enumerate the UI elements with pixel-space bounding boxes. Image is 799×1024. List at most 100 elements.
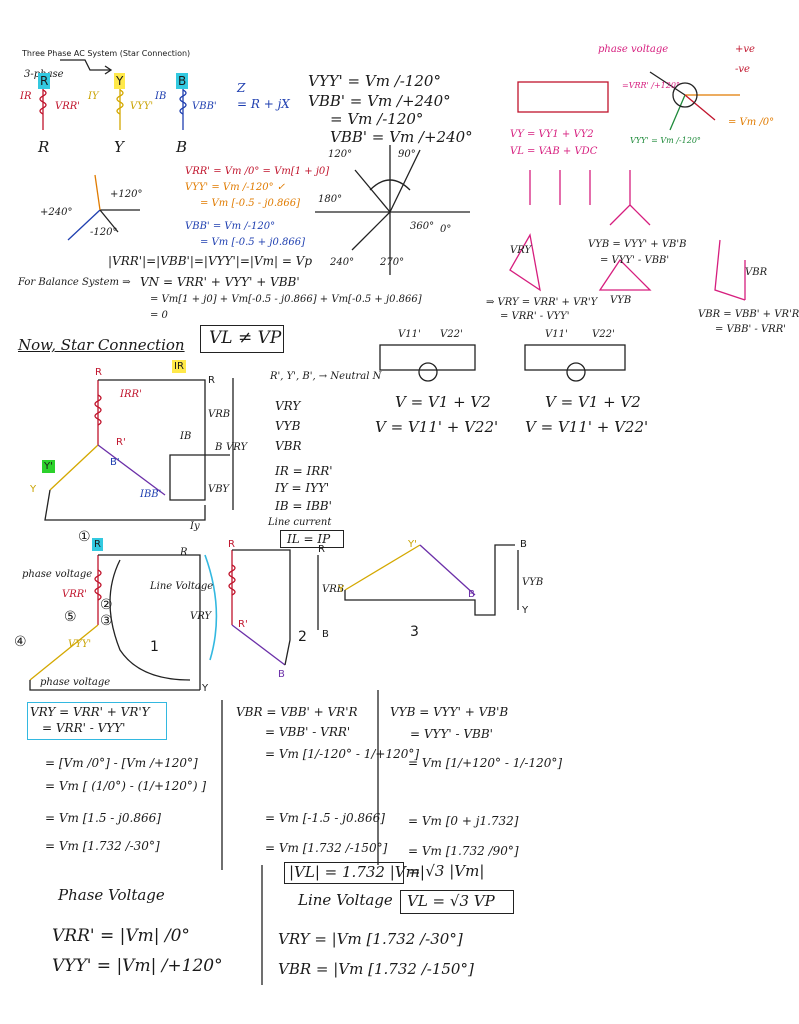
right-vbr-eq2: = VBB' - VRR' (715, 324, 786, 335)
vbr-eq1: VBR = VBB' + VR'R (236, 705, 358, 719)
il-ip-box: IL = IP (280, 530, 344, 548)
voltage-vbb: VBB' (192, 101, 217, 112)
balance-eq3: = 0 (150, 310, 168, 321)
node-y-prime-hl: Y' (42, 460, 55, 473)
phasor-vyy-2: = Vm [-0.5 - j0.866] (200, 198, 300, 209)
magnitudes-eq: |VRR'|=|VBB'|=|VYY'|=|Vm| = Vp (108, 254, 313, 268)
right-vyb-label: VYB (610, 295, 632, 306)
eq-vbb-3: VBB' = Vm /+240° (330, 128, 473, 146)
star-ib: IB = IBB' (275, 499, 332, 513)
node-r-prime-d2: R' (238, 619, 248, 630)
phasor-vrr: VRR' = Vm /0° = Vm[1 + j0] (185, 166, 330, 177)
eq-vbb: VBB' = Vm /+240° (308, 92, 451, 110)
vry-eq2: = VRR' - VYY' (42, 721, 126, 735)
right-vry-eq: ⇒ VRY = VRR' + VR'Y (486, 297, 598, 308)
v22-label: V22' (440, 329, 463, 340)
node-r: R (95, 367, 102, 378)
vl-result-box: |VL| = 1.732 |Vm| (284, 862, 425, 884)
v-eq4: V = V11' + V22' (525, 418, 649, 436)
right-vry: VRY (510, 245, 532, 256)
impedance-formula: = R + jX (237, 97, 290, 111)
balance-label: For Balance System ⇒ (18, 277, 131, 288)
vyb-eq3: = Vm [1/+120° - 1/-120°] (408, 756, 563, 770)
coil-r-label: R (38, 73, 51, 89)
vrr-magnitude: VRR' = |Vm| /0° (52, 926, 190, 946)
node-b-d2-low: B (278, 669, 285, 680)
line-current-label: Line current (268, 517, 332, 528)
vry-derivation-box (27, 702, 167, 740)
node-r-d2: R (228, 539, 235, 550)
irr-label: IRR' (120, 389, 142, 400)
neutral-note: R', Y', B', → Neutral N (270, 371, 382, 382)
angle-270: 270° (380, 257, 405, 268)
vry-eq6: = Vm [1.732 /-30°] (45, 839, 160, 853)
vyy-lower: VYY' (68, 639, 92, 650)
vbr-eq3: = Vm [1/-120° - 1/+120°] (265, 747, 420, 761)
coil-r-bottom: R (38, 138, 50, 156)
phase-voltage-note-lower: phase voltage (22, 569, 93, 580)
vl-ne-vp: VL ≠ VP (209, 328, 282, 348)
phase-voltage-note: phase voltage (598, 44, 669, 55)
vyb-d3: VYB (522, 577, 544, 588)
vbr-magnitude: VBR = |Vm [1.732 /-150°] (278, 960, 474, 978)
minus-ve: -ve (735, 64, 750, 75)
node-b-prime: B' (110, 457, 120, 468)
sum2-eq: VL = VAB + VDC (510, 146, 598, 157)
vrb-d2: VRB (322, 584, 345, 595)
vbr-eq4: = Vm [-1.5 - j0.866] (265, 811, 385, 825)
iy-label: Iy (190, 521, 200, 532)
circle-3: ③ (100, 613, 113, 629)
coil-b-label: B (176, 73, 189, 89)
phase-voltage-note-lower-2: phase voltage (40, 677, 111, 688)
vry-magnitude: VRY = |Vm [1.732 /-30°] (278, 930, 463, 948)
sum1-eq: VY = VY1 + VY2 (510, 129, 594, 140)
ib-label: IB (180, 431, 192, 442)
coil-y-label: Y (114, 73, 126, 89)
line-current-ir: IR (172, 360, 186, 373)
star-vyb: VYB (275, 419, 301, 433)
line-voltage-title: Line Voltage (298, 891, 393, 909)
vl-final-box: VL = √3 VP (400, 890, 514, 914)
vry-lower: VRY (190, 611, 212, 622)
loop-3-number: 3 (410, 624, 419, 640)
line-voltage-note: Line Voltage (150, 581, 214, 592)
phasor-vbb: VBB' = Vm /-120° (185, 221, 276, 232)
balance-eq2: = Vm[1 + j0] + Vm[-0.5 - j0.866] + Vm[-0… (150, 294, 422, 305)
v11-label: V11' (398, 329, 421, 340)
vrb-label: VRB (208, 409, 231, 420)
vyb-eq4: = Vm [0 + j1.732] (408, 814, 519, 828)
node-b-d2: B (322, 629, 329, 640)
voltage-vrr: VRR' (55, 101, 81, 112)
node-y-prime-d3: Y' (408, 539, 417, 550)
vm-zero: = Vm /0° (728, 117, 775, 128)
circle-5: ⑤ (64, 609, 77, 625)
node-r-right: R (208, 375, 215, 386)
current-ir: IR (20, 91, 32, 102)
angle-plus-240: +240° (40, 207, 73, 218)
node-y: Y (30, 484, 37, 495)
current-iy: IY (88, 91, 99, 102)
balance-eq1: VN = VRR' + VYY' + VBB' (140, 275, 300, 289)
v-eq3: V = V1 + V2 (545, 393, 641, 411)
node-r-lower: R (92, 538, 103, 551)
circle-2: ② (100, 597, 113, 613)
phasor-vbb-2: = Vm [-0.5 + j0.866] (200, 237, 305, 248)
vbr-eq2: = VBB' - VRR' (265, 725, 351, 739)
vry-eq5: = Vm [1.5 - j0.866] (45, 811, 161, 825)
vrr-plus120: =VRR' /+120° (622, 81, 680, 90)
vyy-minus120: VYY' = Vm /-120° (630, 136, 701, 145)
wiring-drawing (29, 59, 746, 985)
right-vbr-eq: VBR = VBB' + VR'R (698, 309, 799, 320)
eq-vyy: VYY' = Vm /-120° (308, 72, 441, 90)
v-eq2: V = V11' + V22' (375, 418, 499, 436)
page-title: Three Phase AC System (Star Connection) (22, 49, 191, 58)
loop-1-number: 1 (150, 639, 159, 655)
angle-plus-120: +120° (110, 189, 143, 200)
vry-eq4: = Vm [ (1/0°) - (1/+120°) ] (45, 779, 207, 793)
angle-0: 0° (440, 224, 452, 235)
node-y-d3: Y (338, 584, 345, 595)
node-y-lower: Y (202, 683, 209, 694)
il-ip: IL = IP (287, 532, 331, 546)
circle-4: ④ (14, 634, 27, 650)
v22-label-2: V22' (592, 329, 615, 340)
